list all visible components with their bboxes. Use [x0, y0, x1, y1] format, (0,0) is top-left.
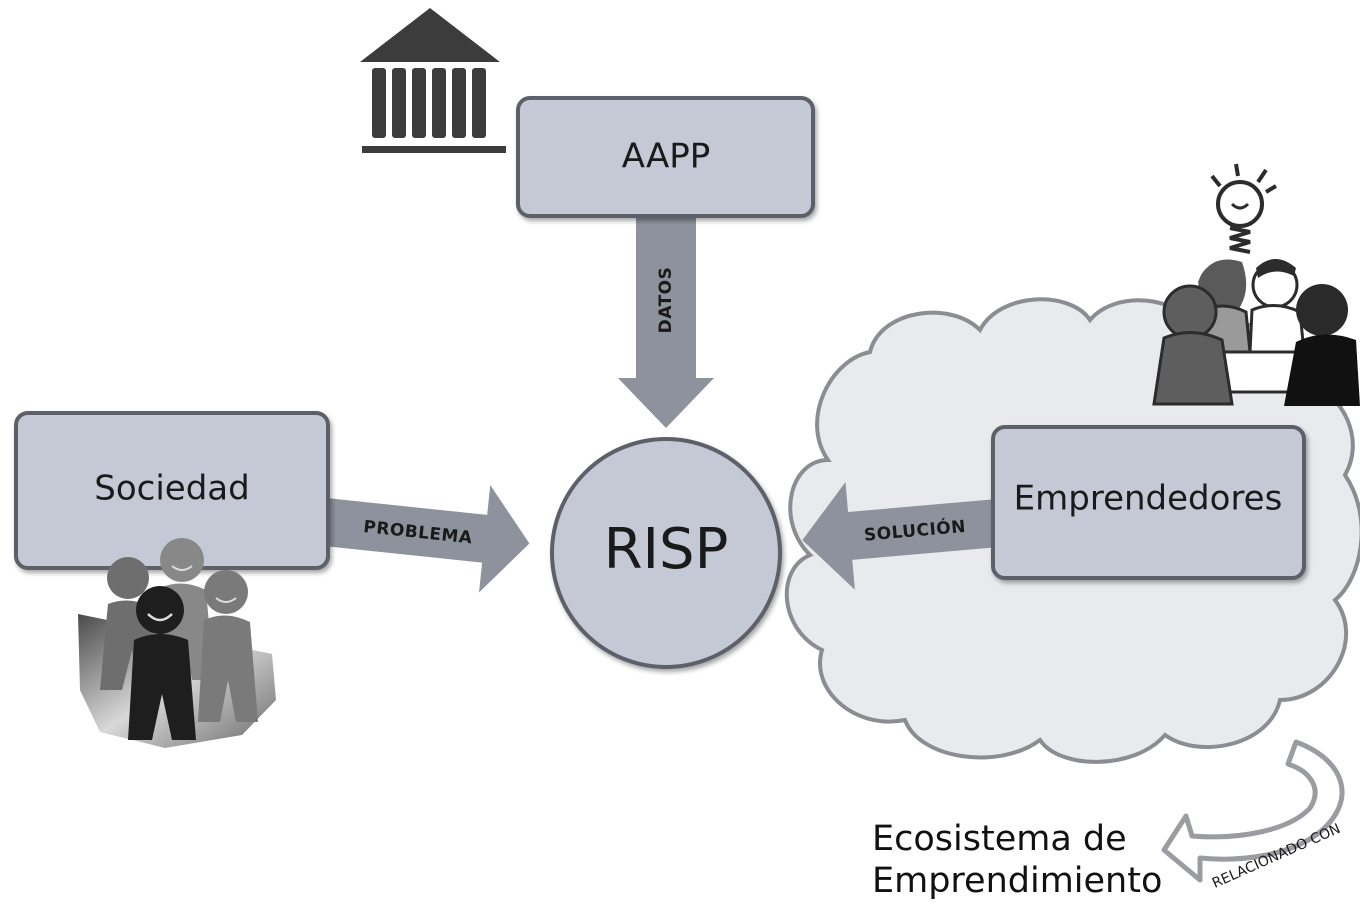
sociedad-label: Sociedad	[94, 469, 249, 509]
emprendedores-label: Emprendedores	[1014, 479, 1283, 519]
arrow-problema: PROBLEMA	[320, 485, 530, 593]
risp-label: RISP	[604, 517, 729, 582]
risp-node: RISP	[550, 437, 782, 669]
sociedad-box: Sociedad	[14, 411, 330, 570]
ecosystem-title: Ecosistema de Emprendimiento	[872, 818, 1162, 902]
ecosystem-line-1: Ecosistema de	[872, 819, 1127, 859]
arrow-datos-label: DATOS	[656, 267, 676, 334]
arrow-solucion: SOLUCIÓN	[802, 482, 1002, 590]
emprendedores-box: Emprendedores	[991, 425, 1306, 580]
people-group-icon	[78, 538, 276, 748]
arrow-datos: DATOS	[618, 214, 714, 428]
team-idea-icon	[1152, 259, 1360, 406]
government-building-icon	[360, 8, 506, 153]
ecosystem-line-2: Emprendimiento	[872, 861, 1163, 901]
arrow-relacionado: RELACIONADO CON	[1161, 739, 1345, 892]
aapp-label: AAPP	[622, 137, 710, 177]
lightbulb-icon	[1210, 163, 1278, 254]
aapp-box: AAPP	[516, 96, 815, 218]
